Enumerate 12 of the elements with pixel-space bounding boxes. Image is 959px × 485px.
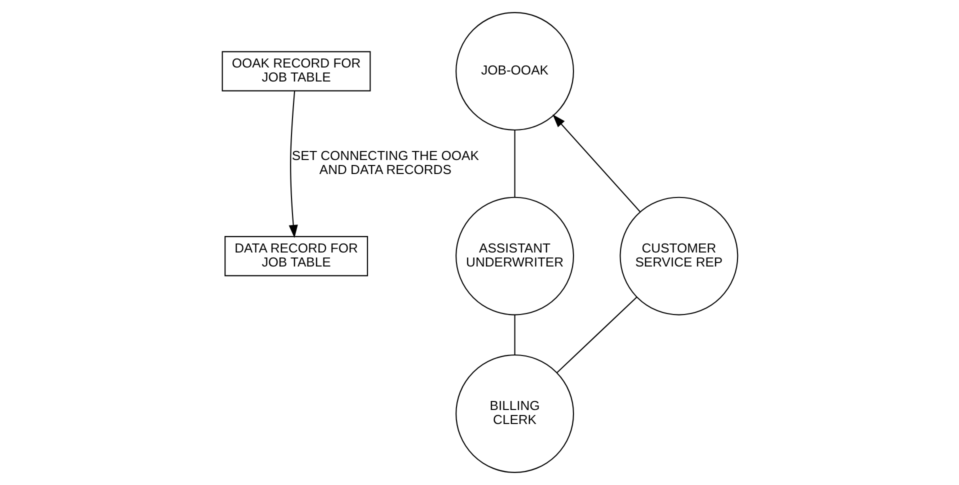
node-box: DATA RECORD FOR JOB TABLE <box>224 236 368 276</box>
connector <box>514 130 515 198</box>
node-circle: JOB-OOAK <box>455 12 574 131</box>
edge-label: SET CONNECTING THE OOAK AND DATA RECORDS <box>291 148 478 178</box>
node-circle: ASSISTANT UNDERWRITER <box>455 196 574 316</box>
node-circle: CUSTOMER SERVICE REP <box>619 196 738 316</box>
connector <box>514 315 515 355</box>
arrow <box>288 91 298 238</box>
node-box: OOAK RECORD FOR JOB TABLE <box>221 51 370 92</box>
arrow <box>552 114 640 212</box>
connector <box>556 296 637 374</box>
node-circle: BILLING CLERK <box>455 354 574 473</box>
